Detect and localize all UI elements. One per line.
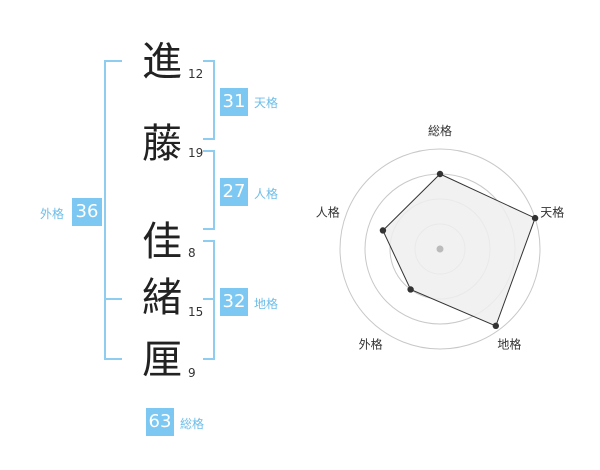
radar-axis-label-2: 天格: [540, 205, 564, 220]
stroke-count-5: 9: [188, 366, 196, 380]
kanji-4: 緒: [142, 275, 182, 321]
stroke-count-4: 15: [188, 305, 204, 319]
radar-point-5: [379, 227, 387, 234]
stroke-count-2: 19: [188, 146, 204, 160]
chikaku-label: 地格: [254, 297, 279, 311]
kanji-1: 進: [142, 39, 182, 85]
jinkaku-label: 人格: [254, 187, 279, 201]
kanji-5: 厘: [142, 337, 182, 383]
radar-point-2: [531, 214, 539, 222]
gaikaku-value-badge: 36: [72, 198, 102, 226]
stroke-count-3: 8: [188, 246, 196, 260]
radar-point-1: [436, 170, 444, 178]
radar-point-3: [492, 322, 500, 330]
kanji-2: 藤: [142, 121, 182, 167]
tenkaku-value-badge: 31: [220, 88, 248, 116]
gaikaku-label: 外格: [40, 207, 65, 221]
radar-grid-ring-4: [339, 148, 541, 350]
chikaku-value-badge: 32: [220, 288, 248, 316]
radar-axis-label-1: 総格: [428, 123, 452, 138]
soukaku-value-badge: 63: [146, 408, 174, 436]
radar-axis-label-5: 人格: [316, 205, 340, 220]
jinkaku-value-badge: 27: [220, 178, 248, 206]
radar-point-4: [407, 286, 414, 293]
stroke-count-1: 12: [188, 67, 204, 81]
kanji-3: 佳: [142, 219, 182, 265]
radar-series-polygon: [382, 173, 536, 327]
radar-axis-label-3: 地格: [497, 336, 521, 351]
radar-center-dot: [436, 245, 444, 253]
tenkaku-label: 天格: [254, 96, 279, 110]
radar-axis-label-4: 外格: [359, 336, 383, 351]
soukaku-label: 総格: [180, 417, 205, 431]
